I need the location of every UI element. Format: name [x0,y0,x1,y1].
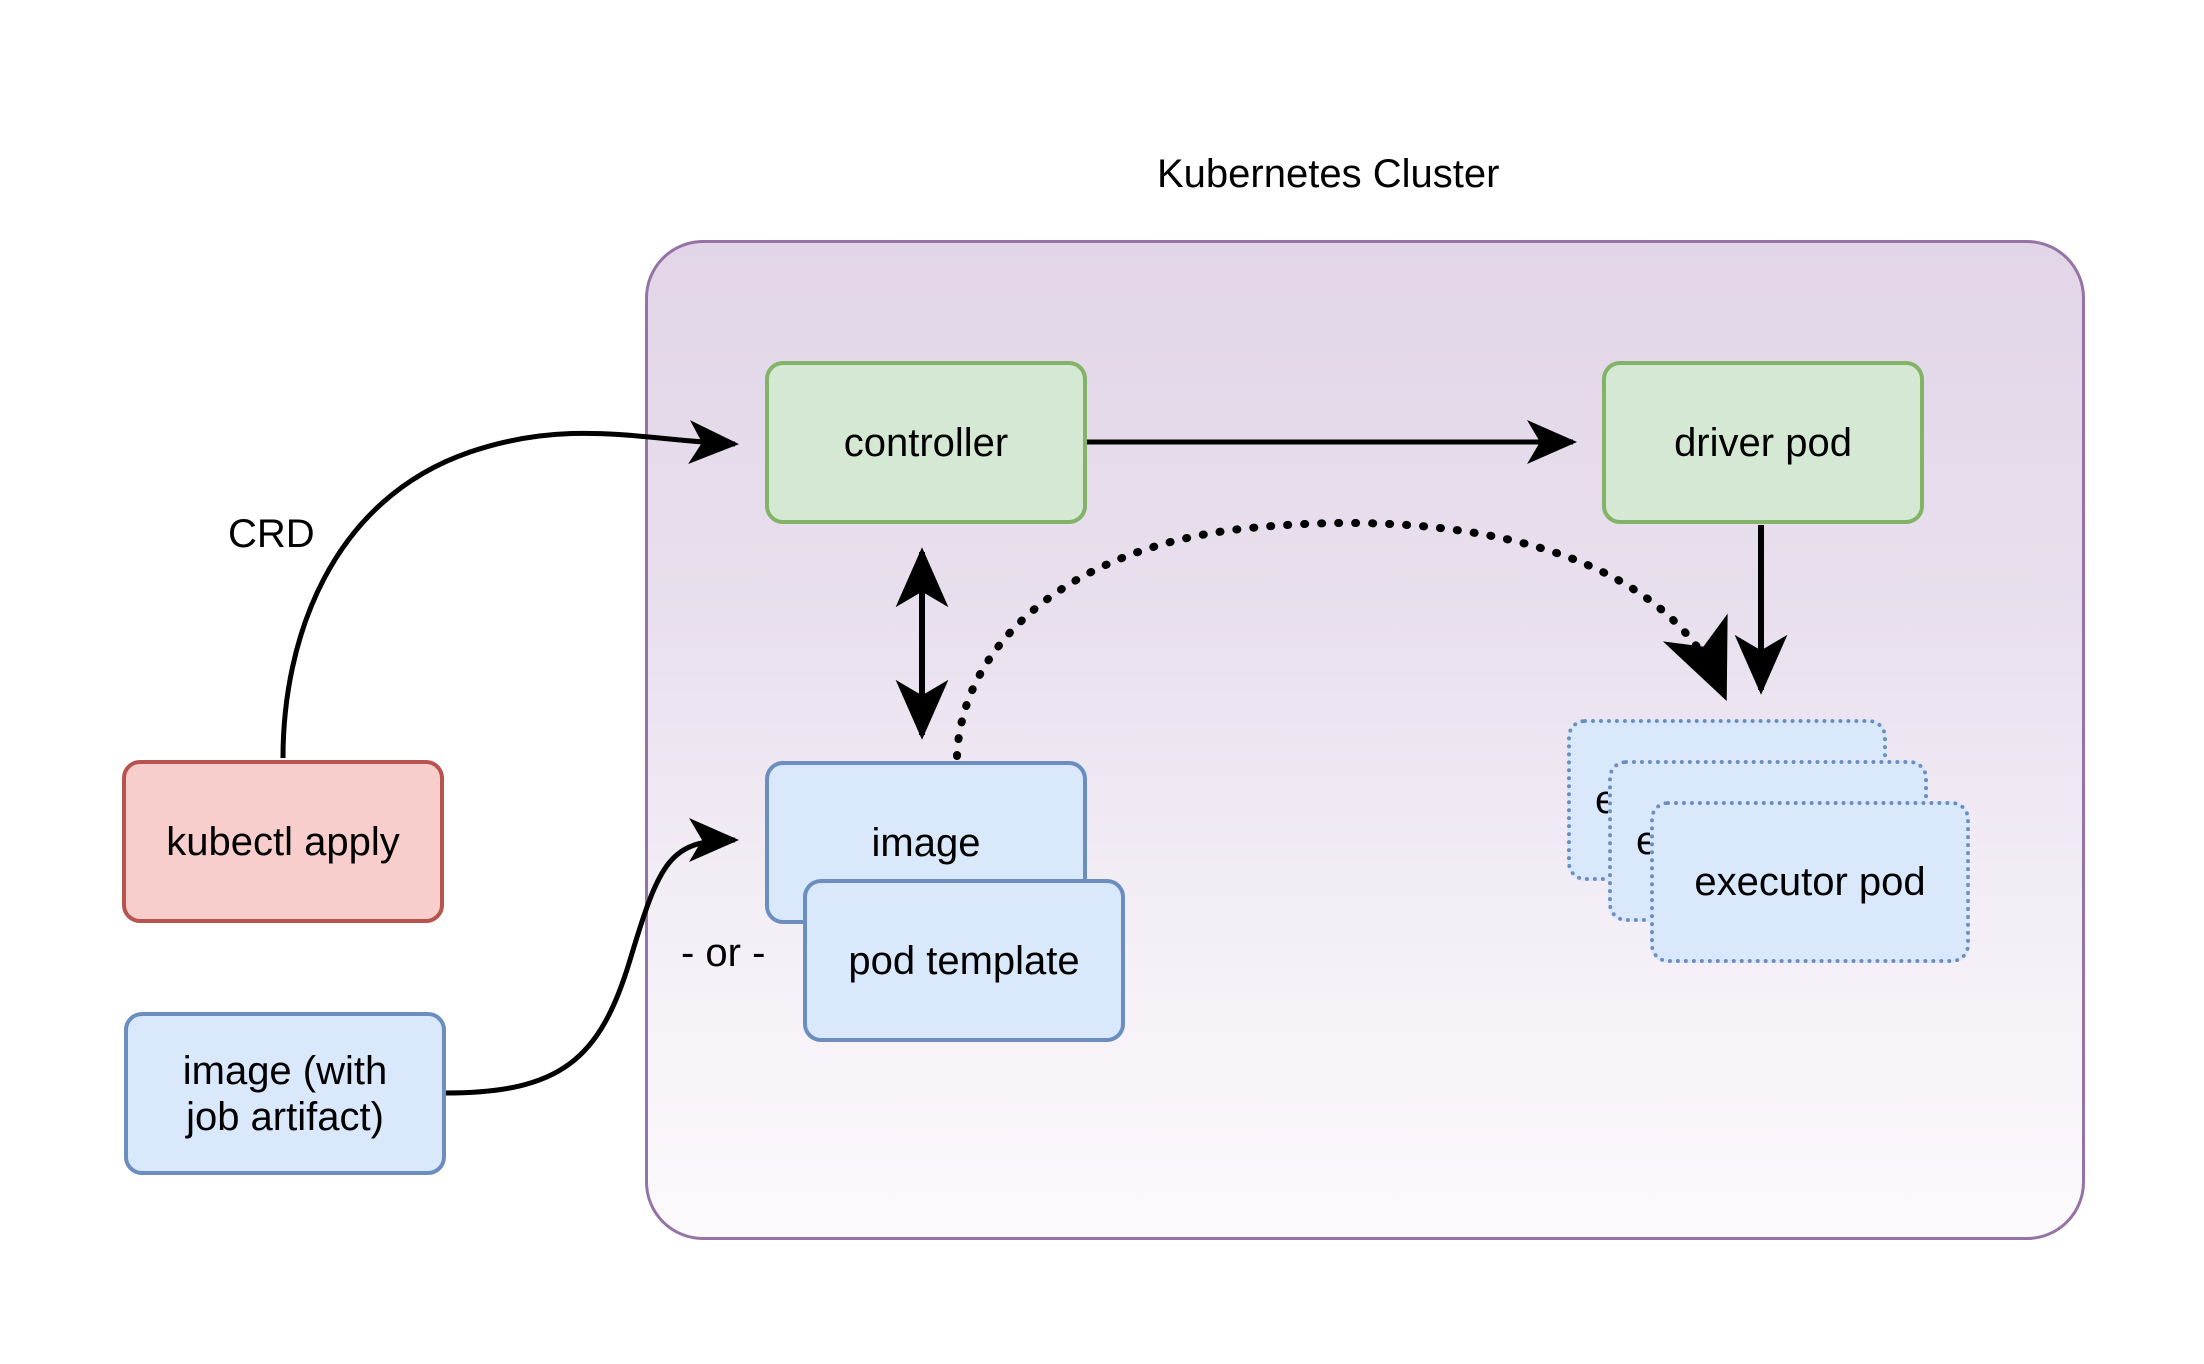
executor-pod-front-label: executor pod [1694,860,1926,904]
edge-label-or: - or - [681,931,766,975]
pod-template-label: pod template [848,938,1080,983]
image-with-job-artifact-label-line1: image (with [182,1048,388,1093]
edge-label-crd: CRD [228,512,315,556]
kubectl-apply-label: kubectl apply [166,819,400,864]
image-label: image [871,820,981,865]
kubectl-apply-node[interactable]: kubectl apply [122,760,444,923]
executor-pod-front[interactable]: executor pod [1650,801,1970,963]
controller-label: controller [843,420,1009,465]
image-with-job-artifact-node[interactable]: image (with job artifact) [124,1012,446,1175]
driver-pod-node[interactable]: driver pod [1602,361,1924,524]
pod-template-node[interactable]: pod template [803,879,1125,1042]
image-with-job-artifact-label-line2: job artifact) [186,1094,384,1139]
cluster-title: Kubernetes Cluster [1157,152,1500,196]
controller-node[interactable]: controller [765,361,1087,524]
driver-pod-label: driver pod [1674,420,1852,465]
